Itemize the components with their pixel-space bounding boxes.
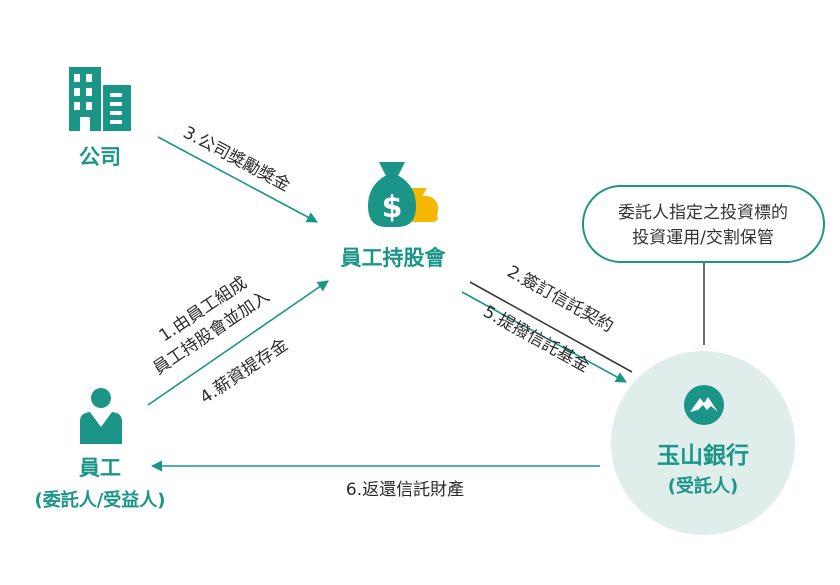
person-icon — [80, 388, 122, 444]
employee-sublabel: (委託人/受益人) — [34, 489, 165, 511]
mountain-logo-icon — [684, 385, 724, 425]
note-line-2: 投資運用/交割保管 — [632, 228, 774, 248]
edge-label-step3: 3.公司獎勵獎金 — [180, 123, 294, 196]
arrow-step2 — [469, 281, 633, 373]
arrow-step5 — [461, 291, 627, 383]
bank-sublabel: (受託人) — [668, 475, 738, 497]
note-box — [582, 185, 825, 263]
bank-circle — [611, 351, 795, 535]
association-label: 員工持股會 — [340, 246, 447, 270]
company-label: 公司 — [79, 145, 121, 169]
bank-label: 玉山銀行 — [657, 442, 749, 469]
money-bags-icon: $ — [368, 162, 438, 227]
arrow-step1-4 — [147, 280, 329, 406]
employee-label: 員工 — [78, 456, 121, 480]
edge-label-step4: 4.薪資提存金 — [197, 335, 292, 408]
note-line-1: 委託人指定之投資標的 — [618, 203, 788, 223]
dollar-glyph-icon: $ — [382, 190, 403, 225]
building-icon — [69, 67, 131, 131]
arrow-step3 — [157, 136, 318, 223]
edge-label-step6: 6.返還信託財產 — [346, 480, 464, 500]
